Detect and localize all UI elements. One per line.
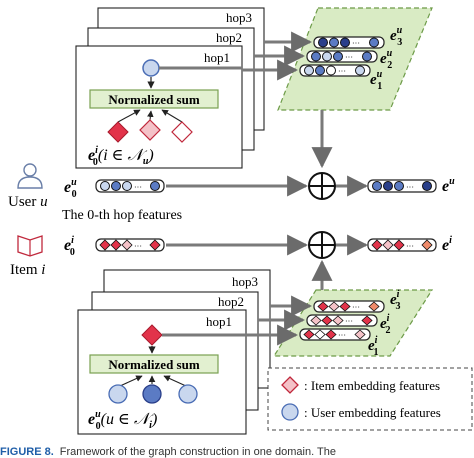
figure-caption: FIGURE 8. Framework of the graph construc…: [0, 446, 336, 458]
user-node: [108, 384, 128, 404]
normalized-sum-label: Normalized sum: [108, 357, 200, 372]
svg-text:···: ···: [352, 303, 360, 312]
user-label: User u: [8, 194, 48, 210]
top-vec-3: ···: [313, 36, 385, 49]
legend: : Item embedding features : User embeddi…: [267, 367, 473, 431]
svg-text:···: ···: [338, 331, 346, 340]
bottom-hop-arrows: [162, 295, 313, 346]
top-vec-2: ···: [306, 50, 378, 63]
hop2-label: hop2: [218, 294, 244, 309]
user-icon: [17, 163, 43, 189]
normalized-sum-box: [89, 354, 219, 374]
svg-text:···: ···: [406, 242, 414, 251]
svg-text:···: ···: [338, 67, 346, 76]
item-label: Item i: [10, 262, 45, 278]
top-vec-1: ···: [299, 64, 371, 77]
user-input-vector: ···: [95, 179, 165, 193]
hop3-label: hop3: [226, 10, 252, 25]
zero-hop-note: The 0-th hop features: [62, 208, 182, 223]
normalized-sum-box: [89, 89, 219, 109]
user-node: [178, 384, 198, 404]
plus-circle-icon: [308, 172, 336, 200]
plus-circle-icon: [308, 231, 336, 259]
item-output-label: ei: [442, 235, 452, 254]
user-node: [142, 384, 162, 404]
top-hop-stack: hop3 hop2 hop1: [75, 7, 265, 169]
item-input-vector: ···: [95, 238, 165, 252]
bottom-vec-2: ···: [306, 314, 378, 327]
svg-text:···: ···: [345, 53, 353, 62]
legend-item-text: : Item embedding features: [304, 378, 440, 393]
svg-text:···: ···: [134, 242, 142, 251]
legend-item-swatch: [281, 376, 299, 394]
item-output-vector: ···: [367, 238, 437, 252]
svg-text:···: ···: [352, 39, 360, 48]
user-output-vector: ···: [367, 179, 437, 193]
svg-text:···: ···: [345, 317, 353, 326]
hop1-label: hop1: [204, 50, 230, 65]
legend-user-swatch: [281, 403, 299, 421]
item-node: [141, 324, 163, 346]
caption-text: Framework of the graph construction in o…: [59, 446, 336, 458]
figure-number: FIGURE 8.: [0, 446, 54, 458]
item-diamond: [171, 121, 193, 143]
svg-text:···: ···: [406, 183, 414, 192]
book-icon: [17, 235, 43, 257]
item-diamond: [139, 119, 161, 141]
user-node: [142, 59, 160, 77]
bottom-vec-1: ···: [299, 328, 371, 341]
top-hop-arrows: [159, 31, 313, 81]
bottom-hop-stack: hop3 hop2 hop1: [77, 269, 271, 435]
user-output-label: eu: [442, 176, 455, 195]
legend-user-text: : User embedding features: [304, 405, 441, 420]
hop3-label: hop3: [232, 274, 258, 289]
hop1-label: hop1: [206, 314, 232, 329]
hop2-label: hop2: [216, 30, 242, 45]
normalized-sum-label: Normalized sum: [108, 92, 200, 107]
bottom-vec-3: ···: [313, 300, 385, 313]
item-diamond: [107, 121, 129, 143]
svg-text:···: ···: [134, 183, 142, 192]
